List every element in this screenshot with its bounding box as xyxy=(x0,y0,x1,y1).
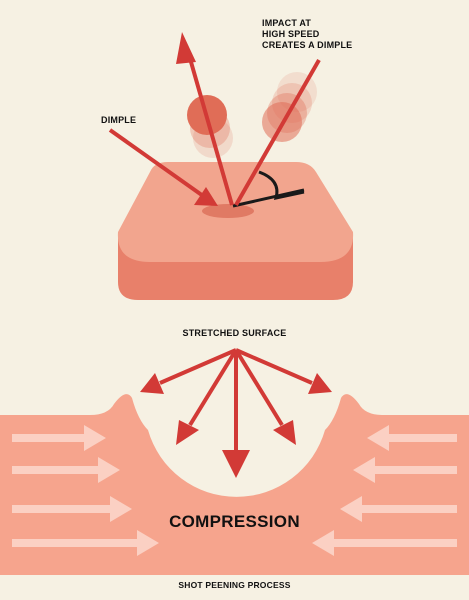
compression-label: COMPRESSION xyxy=(169,512,300,531)
right-flow-arrows xyxy=(312,425,457,556)
rebound-arrowhead xyxy=(176,32,196,64)
incoming-shot xyxy=(262,72,317,142)
impact-arrow xyxy=(234,59,321,206)
stretched-surface-label: STRETCHED SURFACE xyxy=(182,328,287,338)
dimple-hollow xyxy=(202,204,254,218)
material-cross-section xyxy=(0,394,469,575)
impact-label-line-3: CREATES A DIMPLE xyxy=(262,40,353,50)
metal-block xyxy=(117,162,354,300)
impact-label-line-1: IMPACT AT xyxy=(262,18,312,28)
angle-base-line xyxy=(232,188,305,208)
dimple-arrowhead xyxy=(194,187,218,206)
dimple-label: DIMPLE xyxy=(101,115,137,125)
left-flow-arrows xyxy=(12,425,159,556)
process-title: SHOT PEENING PROCESS xyxy=(178,580,291,590)
stretched-surface-arrows xyxy=(159,348,313,455)
impact-angle-arc xyxy=(258,170,305,200)
impact-label-line-2: HIGH SPEED xyxy=(262,29,320,39)
impact-label: IMPACT AT HIGH SPEED CREATES A DIMPLE xyxy=(262,18,372,51)
stretched-surface-arrowheads xyxy=(140,373,332,478)
dimple-arrow xyxy=(108,128,208,200)
rebound-arrow xyxy=(185,47,234,206)
